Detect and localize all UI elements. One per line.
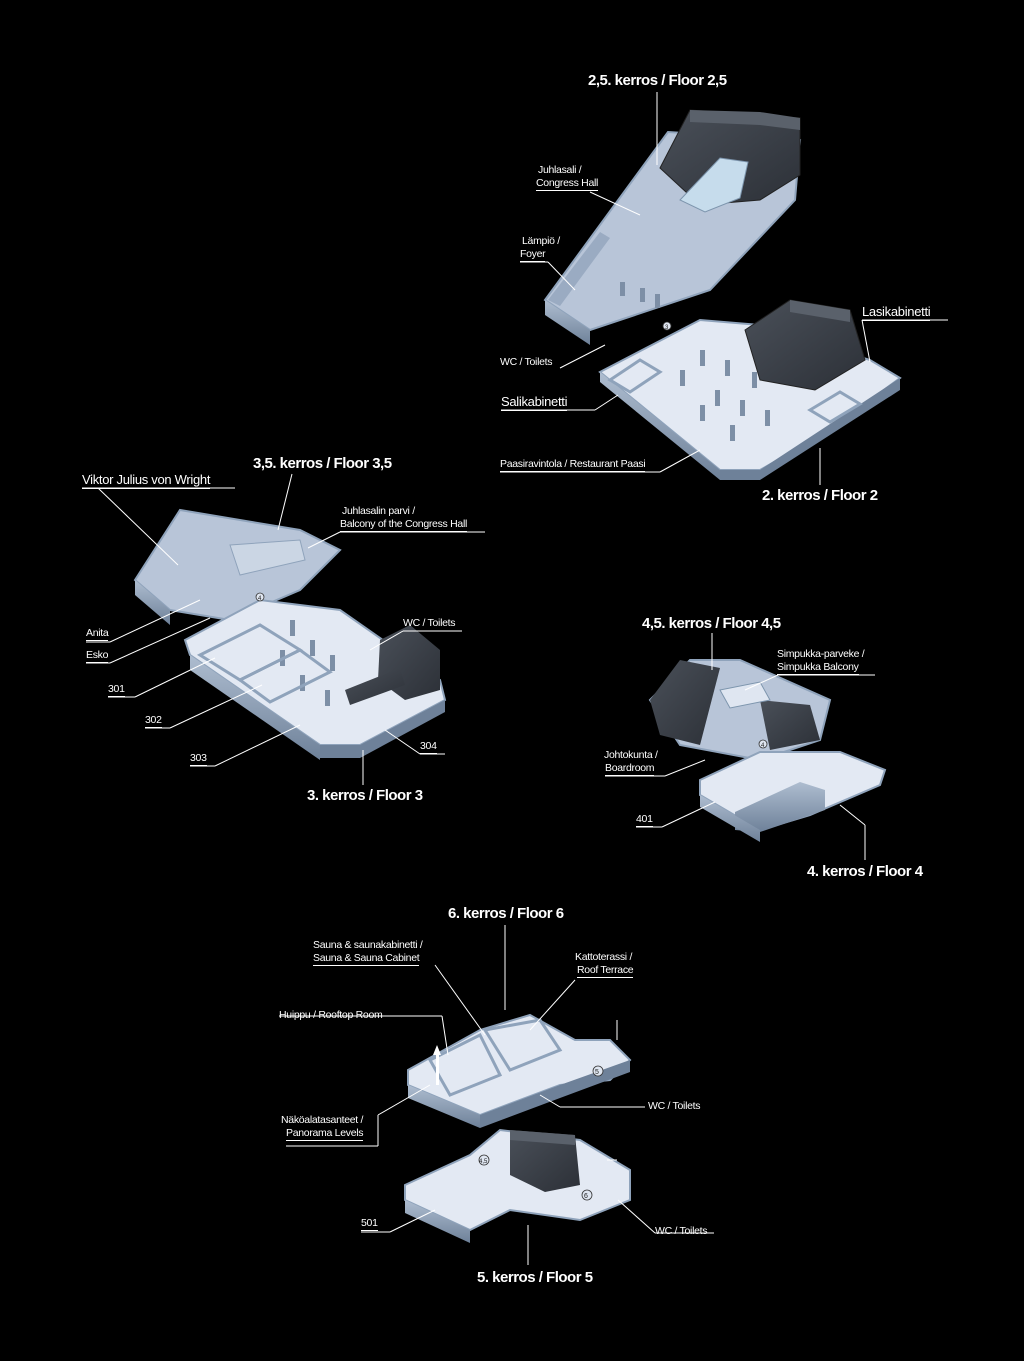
label-boardroom-en: Boardroom [605,762,655,777]
label-simpukka-en: Simpukka Balcony [777,661,859,676]
label-wc-floor-6: WC / Toilets [648,1100,701,1112]
label-sauna-fi: Sauna & saunakabinetti / [313,939,423,951]
label-lasikabinetti: Lasikabinetti [862,304,931,321]
label-room-401: 401 [636,813,653,828]
label-esko: Esko [86,649,108,664]
label-foyer-fi: Lämpiö / [522,235,560,247]
floor-6-model: 5 [407,1013,632,1128]
floor-5-model: 4,5 6 [404,1128,631,1243]
label-wc-floor-2: WC / Toilets [500,356,553,368]
label-room-301: 301 [108,683,125,698]
label-panorama-fi: Näköalatasanteet / [281,1114,364,1126]
stair-marker-5: 5 [595,1069,599,1076]
label-floor-4: 4. kerros / Floor 4 [807,863,923,880]
label-viktor-julius-von-wright: Viktor Julius von Wright [82,472,211,489]
label-floor-4-5: 4,5. kerros / Floor 4,5 [642,615,781,632]
stair-marker-4: 4 [258,596,262,602]
floor-3-model: 4 [133,508,447,760]
label-room-303: 303 [190,752,207,767]
label-wc-floor-5: WC / Toilets [655,1225,708,1237]
stair-marker-6: 6 [584,1193,588,1200]
label-congress-hall-fi: Juhlasali / [538,164,582,176]
label-room-302: 302 [145,714,162,729]
label-restaurant-paasi: Paasiravintola / Restaurant Paasi [500,458,646,473]
label-floor-3: 3. kerros / Floor 3 [307,787,423,804]
label-wc-floor-3: WC / Toilets [403,617,456,629]
stair-marker-4b: 4 [761,743,765,749]
label-room-501: 501 [361,1217,378,1232]
label-boardroom-fi: Johtokunta / [604,749,658,761]
label-roof-terrace-en: Roof Terrace [577,964,634,979]
label-roof-terrace-fi: Kattoterassi / [575,951,633,963]
label-simpukka-fi: Simpukka-parveke / [777,648,865,660]
floor-4-model: 4 [648,659,887,842]
label-floor-5: 5. kerros / Floor 5 [477,1269,593,1286]
label-room-304: 304 [420,740,437,755]
stair-marker-3: 3 [665,325,669,331]
label-sauna-en: Sauna & Sauna Cabinet [313,952,420,967]
label-balcony-fi: Juhlasalin parvi / [342,505,415,517]
floor-2-model: 3 [543,109,902,480]
leader-lines [82,92,948,1265]
label-floor-2: 2. kerros / Floor 2 [762,487,878,504]
label-rooftop-room: Huippu / Rooftop Room [279,1009,383,1021]
label-panorama-en: Panorama Levels [286,1127,364,1142]
label-balcony-en: Balcony of the Congress Hall [340,518,467,533]
label-foyer-en: Foyer [520,248,546,263]
stair-marker-4-5: 4,5 [479,1159,488,1165]
label-floor-2-5: 2,5. kerros / Floor 2,5 [588,72,727,89]
label-floor-3-5: 3,5. kerros / Floor 3,5 [253,455,392,472]
label-congress-hall-en: Congress Hall [536,177,598,192]
label-floor-6: 6. kerros / Floor 6 [448,905,564,922]
label-salikabinetti: Salikabinetti [501,394,568,411]
label-anita: Anita [86,627,109,642]
